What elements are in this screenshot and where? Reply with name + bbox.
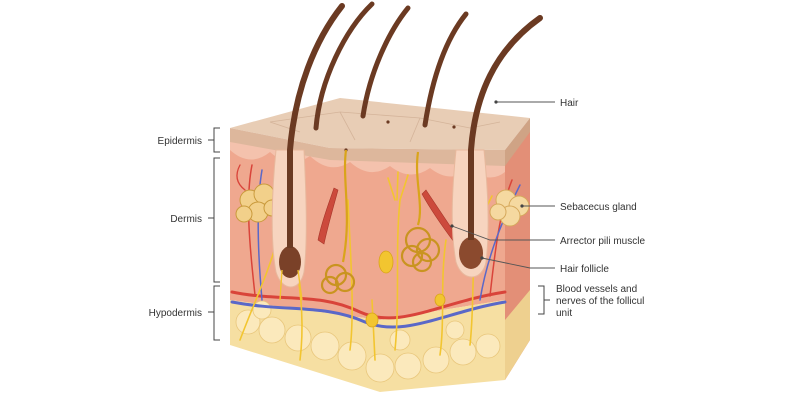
sebaceous-gland-right (489, 189, 530, 227)
hair-bulb (459, 237, 483, 269)
gland-lobule (489, 203, 507, 221)
hair-shaft (287, 3, 345, 153)
dermis-bracket (208, 157, 220, 283)
follicle-leader-dot (480, 256, 484, 260)
fat-lobule (252, 300, 272, 320)
dermis-label: Dermis (170, 214, 202, 225)
vessels-label-line2: nerves of the follicul (556, 296, 644, 307)
callout-leaders (451, 101, 555, 315)
nerve (387, 171, 409, 201)
nerve-ending (365, 312, 379, 328)
artery-branch (247, 164, 256, 296)
sebaceous-gland-left (235, 183, 281, 223)
sebaceous-gland-label: Sebacecus gland (560, 202, 637, 213)
fat-lobule (235, 309, 261, 335)
nerve-endings (365, 250, 446, 328)
hair-shaft (422, 11, 469, 128)
hair-shaft (313, 1, 375, 131)
hair-follicle-label: Hair follicle (560, 264, 609, 275)
fat-lobule (284, 324, 312, 352)
fat-lobule (422, 346, 450, 374)
epidermis-surface (230, 98, 530, 150)
nerve (371, 299, 376, 361)
hair-follicles (271, 149, 489, 301)
nerve (347, 199, 353, 351)
hair-shafts (287, 1, 543, 153)
sweat-coil (400, 244, 424, 268)
follicle-nerve (279, 269, 303, 301)
arrector-pili-muscle (317, 187, 339, 245)
surface-crease (269, 111, 471, 129)
hair-label: Hair (560, 98, 579, 109)
arrector-pili-label: Arrector pili muscle (560, 236, 645, 247)
sebaceous-leader-dot (520, 204, 524, 208)
vein-branch (257, 169, 263, 301)
dermis-papillae (230, 140, 505, 178)
fat-lobule (445, 320, 465, 340)
fat-lobule (258, 316, 286, 344)
sweat-coil (411, 251, 433, 273)
surface-crease (339, 111, 356, 141)
fat-lobules (235, 300, 501, 383)
fat-lobule (449, 338, 477, 366)
arrector-leader-dot (450, 224, 454, 228)
fat-lobule (310, 331, 340, 361)
fat-lobule (389, 329, 411, 351)
hair-follicle-leader (481, 257, 555, 269)
layer-brackets (208, 127, 220, 341)
skin-block-right-fat (505, 290, 530, 380)
artery-branch (236, 164, 246, 191)
artery (230, 290, 507, 320)
sweat-duct (415, 151, 422, 226)
hair-bulb (279, 246, 301, 278)
vessels-label-line1: Blood vessels and (556, 284, 637, 295)
hair-shaft (360, 5, 411, 119)
nerve-ending (378, 250, 394, 274)
vessels-bracket (538, 285, 550, 315)
epidermis-front-edge (230, 128, 505, 166)
vessels-label-line3: unit (556, 308, 572, 319)
fat-lobule (365, 353, 395, 383)
surface-crease (409, 117, 421, 143)
hair-shaft (468, 15, 543, 153)
epidermis-bracket (208, 127, 220, 153)
sweat-coil (415, 237, 441, 263)
fat-lobule (475, 333, 501, 359)
epidermis-label: Epidermis (158, 136, 202, 147)
sweat-duct (341, 149, 348, 263)
pore (386, 120, 390, 124)
nerve-ending (434, 293, 446, 307)
hypodermis-label: Hypodermis (149, 308, 202, 319)
sweat-coil (334, 271, 356, 293)
epidermis-side-edge (505, 118, 530, 166)
arrector-pili-leader (451, 225, 555, 241)
fat-lobule (337, 341, 367, 371)
vein (230, 300, 507, 329)
hair-leader-dot (494, 100, 498, 104)
nerve (394, 199, 401, 351)
sweat-coil (320, 275, 340, 295)
gland-lobule (235, 205, 253, 223)
sweat-gland-coils (320, 149, 441, 295)
fat-lobule (394, 352, 422, 380)
pore (452, 125, 456, 129)
hypodermis-bracket (208, 285, 220, 341)
